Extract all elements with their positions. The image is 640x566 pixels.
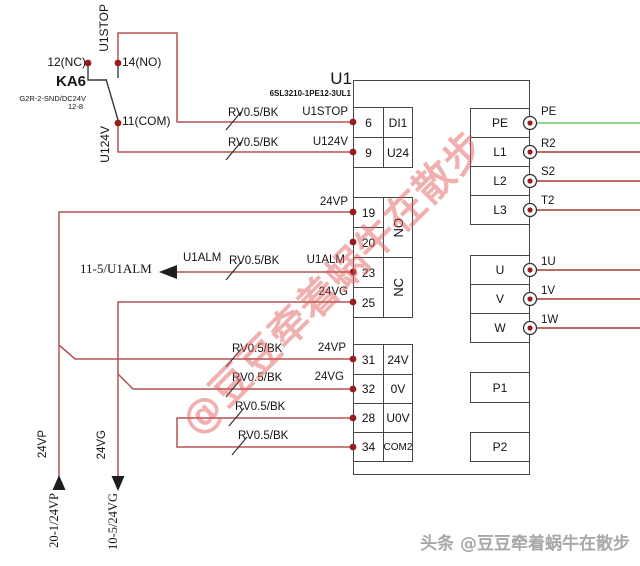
nc-contact-label: NC [390,278,406,297]
net-label-24vp-vertical: 24VP [37,430,49,459]
arrow-down-icon [111,476,125,491]
xref-24vg-vertical: 10-5/24VG [106,493,120,550]
terminal-name-cell: 24V [383,344,413,375]
motor-terminal-box: V [470,284,530,314]
xref-24vp-vertical: 20-1/24VP [47,493,61,548]
terminal-number-cell: 28 [353,403,384,433]
relay-contact-lines [87,66,119,121]
power-terminal-box: L2 [470,166,530,196]
power-terminal-box: L3 [470,195,530,225]
net-label-24vg: 24VG [314,371,344,383]
net-label-u124v: U124V [312,136,348,148]
terminal-number-cell: 25 [353,287,384,318]
terminal-number-cell: 31 [353,344,384,375]
relay-contact-nc-label: 12(NC) [47,55,86,69]
drive-part-number: 6SL3210-1PE12-3UL1 [269,89,351,98]
wire-tag-t2: T2 [541,195,555,207]
net-label-24vp: 24VP [319,196,348,208]
terminal-name-cell: COM2 [383,432,413,462]
wire-tag-pe: PE [541,106,557,118]
relay-contact-no-label: 14(NO) [122,55,162,69]
wire-gauge-label: RV0.5/BK [232,343,283,355]
net-label-24vg-vertical: 24VG [96,430,108,460]
wire-gauge-label: RV0.5/BK [229,255,280,267]
drive-designator: U1 [330,69,352,88]
terminal-name-cell: U0V [383,403,413,433]
power-terminal-box: PE [470,108,530,138]
wire-tag-1v: 1V [541,285,556,297]
relay-part-number: G2R-2-SND/DC24V [19,94,86,103]
nc-contact-group-cell: NC [383,257,413,318]
relay-designator: KA6 [55,73,86,90]
relay-contact-com-label: 11(COM) [122,114,171,128]
terminal-name-cell: DI1 [383,107,413,138]
power-terminal-box: L1 [470,137,530,167]
terminal-number-cell: 32 [353,374,384,404]
terminal-name-cell: U24 [383,137,413,168]
flow-arrows [52,265,177,491]
no-contact-label: NO [390,217,406,238]
dot [114,59,122,67]
arrow-left-icon [159,265,177,279]
relay-nc-contact [87,66,106,81]
net-label-24vg: 24VG [318,286,348,298]
terminal-number-cell: 19 [353,197,384,228]
p2-terminal-box: P2 [470,432,530,462]
terminal-number-cell: 6 [353,107,384,138]
motor-terminal-box: U [470,255,530,285]
terminal-number-cell: 23 [353,257,384,288]
arrow-up-icon [52,475,66,490]
net-label-u1stop-vertical: U1STOP [97,4,111,52]
relay-blade [105,78,119,121]
wire-tag-1u: 1U [541,256,556,268]
brand-watermark: 头条 @豆豆牵着蜗牛在散步 [420,534,630,554]
terminal-number-cell: 34 [353,432,384,462]
dot [114,119,122,127]
relay-part-sub: 12-8 [67,102,83,111]
net-label-24vp: 24VP [317,342,346,354]
net-label-u1alm: U1ALM [306,254,345,266]
net-label-u1stop: U1STOP [302,106,348,118]
p1-terminal-box: P1 [470,372,530,403]
terminal-number-cell: 9 [353,137,384,168]
wire-tag-s2: S2 [541,166,556,178]
no-contact-group-cell: NO [383,197,413,258]
wire-24vg-main [117,301,353,476]
net-label-u124v-vertical: U124V [98,126,112,163]
motor-terminal-box: W [470,313,530,343]
terminal-number-cell: 20 [353,227,384,258]
xref-u1alm: 11-5/U1ALM [80,261,152,276]
wire-gauge-label: RV0.5/BK [228,137,279,149]
wire-gauge-label: RV0.5/BK [235,401,286,413]
wire-tag-1w: 1W [541,314,559,326]
wire-gauge-label: RV0.5/BK [232,372,283,384]
wire-gauge-label: RV0.5/BK [228,107,279,119]
net-label-u1alm-left: U1ALM [183,252,222,264]
wire-tag-r2: R2 [541,138,556,150]
wire-gauge-label: RV0.5/BK [238,430,289,442]
terminal-name-cell: 0V [383,374,413,404]
